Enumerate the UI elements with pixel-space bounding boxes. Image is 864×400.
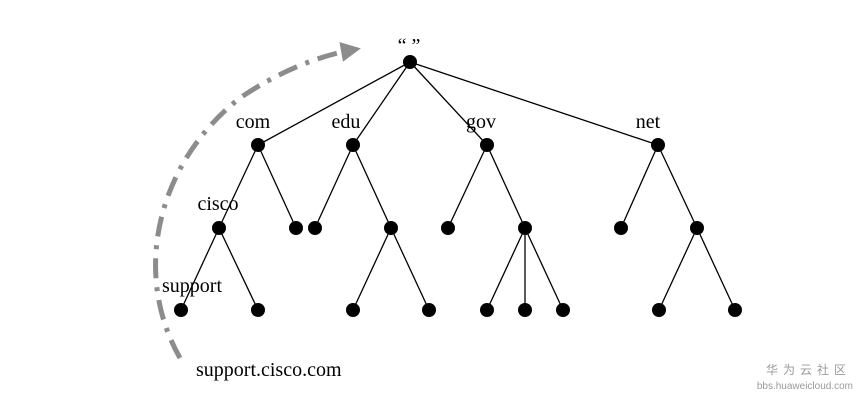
edge-root-edu bbox=[352, 61, 411, 146]
edge-cisco-right bbox=[218, 227, 259, 311]
resolution-path-arrow bbox=[153, 42, 361, 360]
edge-net-sub-right bbox=[696, 227, 736, 311]
edge-gov-left bbox=[447, 144, 488, 229]
edge-edu-sub-right bbox=[390, 227, 430, 311]
label-com: com bbox=[236, 111, 271, 133]
edge-root-com bbox=[257, 61, 411, 146]
tree-nodes bbox=[174, 55, 742, 317]
edge-root-gov bbox=[409, 61, 488, 146]
edge-net-sub-left bbox=[658, 227, 698, 311]
watermark-brand: 华为云社区 bbox=[766, 362, 851, 377]
label-edu: edu bbox=[332, 111, 361, 133]
node-gov bbox=[480, 138, 494, 152]
node-support bbox=[174, 303, 188, 317]
label-cisco: cisco bbox=[197, 193, 238, 215]
node-edu bbox=[346, 138, 360, 152]
label-support: support bbox=[162, 275, 222, 297]
node-net-right bbox=[690, 221, 704, 235]
edge-cisco-support bbox=[180, 227, 220, 311]
node-com bbox=[251, 138, 265, 152]
node-net-left bbox=[614, 221, 628, 235]
node-root bbox=[403, 55, 417, 69]
node-net bbox=[651, 138, 665, 152]
fqdn-label: support.cisco.com bbox=[196, 359, 342, 381]
edge-gov-sub-right bbox=[524, 227, 564, 311]
edge-net-left bbox=[620, 144, 659, 229]
node-gov-leaf-1 bbox=[480, 303, 494, 317]
node-cisco bbox=[212, 221, 226, 235]
node-gov-leaf-3 bbox=[556, 303, 570, 317]
watermark-url: bbs.huaweicloud.com bbox=[757, 381, 853, 392]
node-net-leaf-1 bbox=[652, 303, 666, 317]
node-edu-left bbox=[308, 221, 322, 235]
node-edu-leaf-1 bbox=[346, 303, 360, 317]
edge-net-right bbox=[657, 144, 698, 229]
edge-edu-sub-left bbox=[352, 227, 392, 311]
label-net: net bbox=[636, 111, 661, 133]
tree-edges bbox=[180, 61, 736, 311]
node-net-leaf-2 bbox=[728, 303, 742, 317]
edge-com-cisco bbox=[218, 144, 259, 229]
edge-gov-right bbox=[486, 144, 526, 229]
edge-com-right bbox=[257, 144, 297, 229]
node-gov-left bbox=[441, 221, 455, 235]
node-edu-leaf-2 bbox=[422, 303, 436, 317]
node-gov-leaf-2 bbox=[518, 303, 532, 317]
edge-edu-right bbox=[352, 144, 392, 229]
edge-edu-left bbox=[314, 144, 354, 229]
node-com-right bbox=[289, 221, 303, 235]
label-gov: gov bbox=[466, 111, 496, 133]
node-gov-right bbox=[518, 221, 532, 235]
node-edu-right bbox=[384, 221, 398, 235]
root-label: “ ” bbox=[398, 35, 421, 57]
edge-root-net bbox=[409, 61, 659, 146]
edge-gov-sub-left bbox=[486, 227, 526, 311]
node-cisco-right bbox=[251, 303, 265, 317]
